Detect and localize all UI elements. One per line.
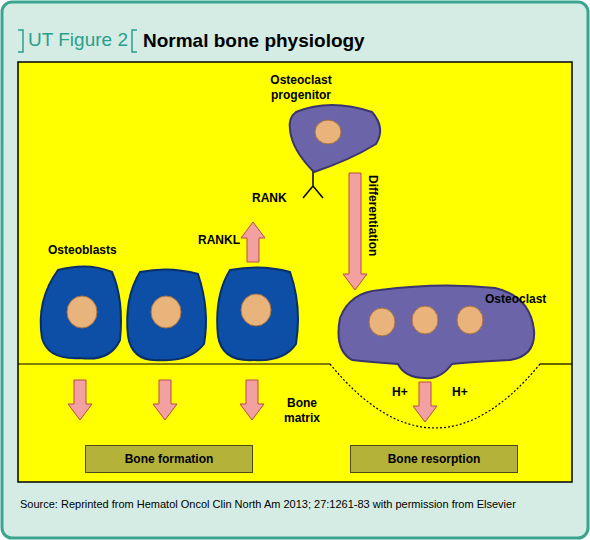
figure-number: UT Figure 2: [28, 28, 132, 52]
osteoblast-cell: [127, 269, 206, 360]
ion-label: H+: [452, 385, 476, 400]
rankl-arrow: [241, 222, 265, 262]
cell-outline: [40, 268, 122, 360]
cell-body: [290, 105, 381, 172]
osteoblast-cell: Osteoblasts: [40, 268, 122, 360]
bone-surface-line: [540, 363, 572, 364]
osteoclast-cell: Osteoclast: [333, 290, 536, 378]
receptor-label: RANK: [252, 191, 297, 206]
formation-arrow: [153, 380, 177, 420]
cell-nucleus: [369, 308, 395, 336]
ion-label: H+: [392, 385, 416, 400]
cell-nucleus: [315, 120, 341, 144]
differentiation-arrow: [343, 173, 367, 290]
box-label: Bone formation: [86, 446, 252, 472]
cell-nucleus: [67, 296, 97, 328]
connector-label: Differentiation: [365, 175, 380, 256]
osteoblast-cell: [217, 267, 298, 360]
process-box: Bone formation: [85, 445, 253, 473]
ligand-label: RANKL: [198, 233, 250, 248]
cell-nucleus: [412, 306, 438, 334]
cell-nucleus: [151, 296, 181, 328]
cell-heading: Osteoblasts: [48, 243, 148, 258]
bone-surface-line: [18, 363, 330, 364]
matrix-label: Bone matrix: [276, 396, 328, 426]
cell-heading: Osteoclast progenitor: [261, 73, 341, 103]
osteoclast-progenitor-cell: Osteoclast progenitor: [288, 103, 382, 171]
diagram-panel: [18, 62, 572, 482]
rank-receptor: [303, 170, 323, 198]
cell-nucleus: [241, 294, 271, 326]
cell-nucleus: [457, 306, 483, 334]
cell-body: [41, 266, 121, 358]
source-caption: Source: Reprinted from Hematol Oncol Cli…: [20, 497, 578, 511]
title-bracket: [132, 30, 137, 52]
formation-arrow: [240, 380, 264, 420]
cell-outline: [288, 103, 382, 171]
figure-title: Normal bone physiology: [143, 29, 443, 53]
formation-arrow: [68, 380, 92, 420]
resorption-arrow: [413, 382, 437, 422]
title-bracket: [18, 30, 23, 52]
box-label: Bone resorption: [351, 446, 517, 472]
cell-heading: Osteoclast: [485, 292, 565, 307]
process-box: Bone resorption: [350, 445, 518, 473]
